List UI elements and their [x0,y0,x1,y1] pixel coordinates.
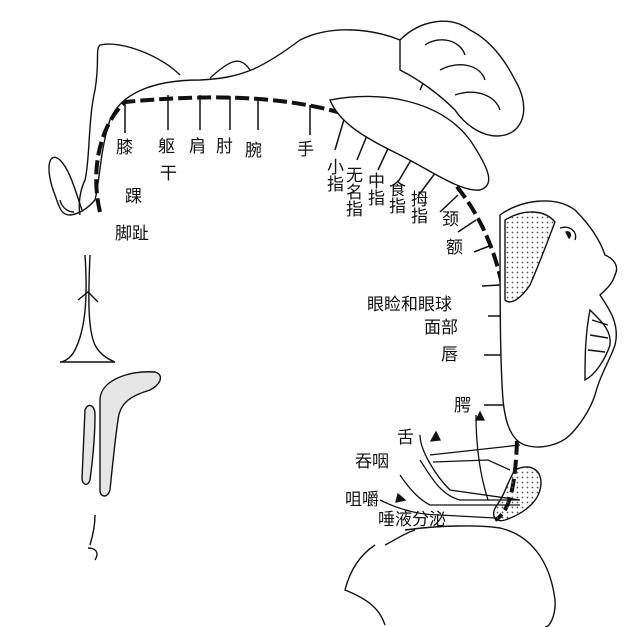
label-ankle: 踝 [125,187,142,207]
label-toes: 脚趾 [115,224,149,244]
label-shoulder: 肩 [189,137,206,157]
label-index-finger: 食指 [385,180,405,214]
function-arrows [379,410,521,519]
label-hand: 手 [297,140,314,160]
label-trunk-2: 干 [160,164,177,184]
label-knee: 膝 [116,138,133,158]
label-elbow: 肘 [216,137,233,157]
label-ring-finger: 无名指 [342,166,362,217]
label-eyelid-eyeball: 眼睑和眼球 [367,295,452,315]
label-neck: 颈 [442,210,459,230]
label-lips: 唇 [441,345,458,365]
label-thumb: 拇指 [407,190,427,224]
label-trunk-1: 躯 [158,137,175,157]
label-salivation: 唾液分泌 [378,510,446,530]
label-jaw: 腭 [454,396,471,416]
hand-figure [329,20,525,191]
head-figure [499,200,618,448]
label-little-finger: 小指 [323,158,343,192]
label-swallowing: 吞咽 [355,452,389,472]
left-figures [59,254,162,561]
label-brow: 额 [446,238,463,258]
label-tongue: 舌 [397,428,414,448]
tongue-figure [344,466,556,627]
label-middle-finger: 中指 [364,172,384,206]
label-mastication: 咀嚼 [345,490,379,510]
label-wrist: 腕 [245,141,262,161]
label-face: 面部 [424,318,458,338]
leg-figure [48,29,427,216]
